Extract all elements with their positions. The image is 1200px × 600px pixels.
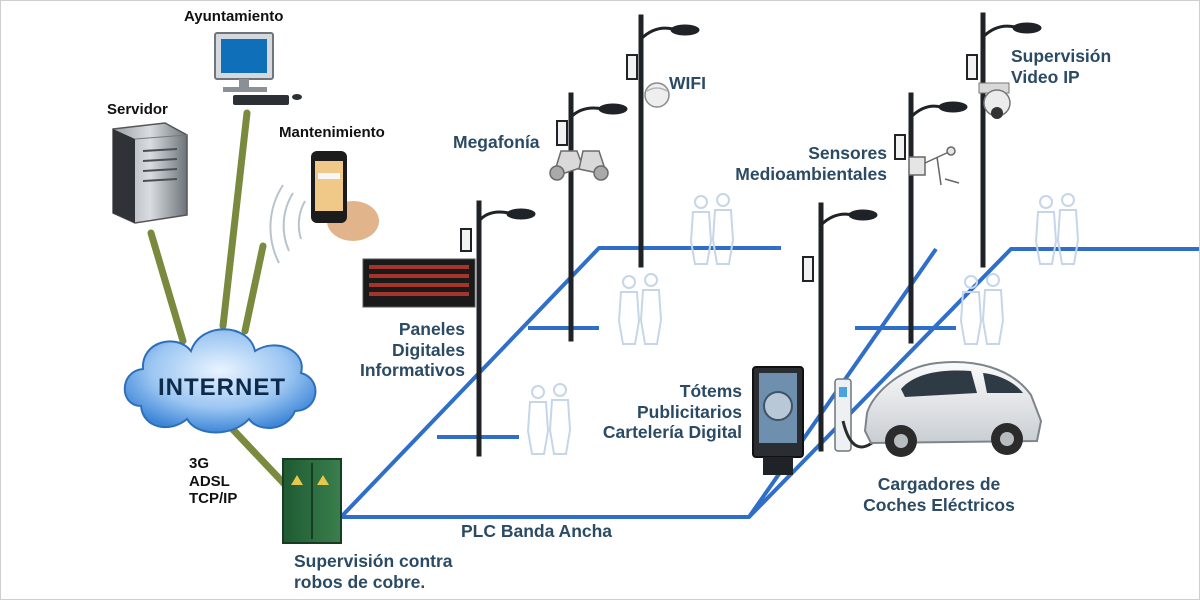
label-wifi: WIFI — [669, 73, 706, 93]
label-video-line2: Video IP — [1011, 66, 1080, 87]
label-totems-line2: Publicitarios — [636, 401, 742, 422]
link-ayuntamiento — [219, 109, 251, 330]
label-tcpip: TCP/IP — [189, 490, 238, 508]
label-adsl: ADSL — [189, 472, 230, 490]
streetlight-1 — [460, 200, 536, 457]
label-video: Supervisión Video IP — [1011, 46, 1111, 87]
streetlight-3 — [626, 14, 700, 268]
desktop-computer-icon — [214, 32, 302, 105]
pedestrians-3 — [526, 383, 572, 455]
label-totems: Tótems Publicitarios Cartelería Digital — [561, 381, 742, 443]
weather-sensor-icon — [908, 146, 960, 186]
plc-main-line — [341, 247, 1199, 519]
label-cargadores-line1: Cargadores de — [877, 474, 1001, 494]
label-totems-line1: Tótems — [679, 381, 742, 401]
server-icon — [112, 122, 188, 224]
internet-links — [147, 109, 295, 495]
pedestrians-2 — [617, 273, 663, 345]
label-paneles-line3: Informativos — [359, 360, 465, 381]
led-panel-icon — [362, 258, 476, 308]
label-3g: 3G — [189, 455, 210, 472]
label-paneles-line2: Digitales — [392, 339, 465, 360]
label-servidor: Servidor — [107, 101, 168, 118]
label-megafonia: Megafonía — [453, 132, 540, 152]
pedestrians-4 — [1034, 193, 1080, 265]
wifi-antenna-icon — [644, 82, 670, 108]
label-sensores-line2: Medioambientales — [735, 163, 887, 184]
label-connectivity: 3G ADSL TCP/IP — [189, 455, 237, 508]
label-ayuntamiento: Ayuntamiento — [184, 8, 284, 25]
ip-camera-icon — [978, 82, 1011, 119]
streetlight-5 — [894, 92, 968, 344]
link-mantenimiento — [241, 242, 267, 335]
label-sensores: Sensores Medioambientales — [701, 143, 887, 184]
cabinet-icon — [282, 458, 342, 544]
label-paneles-line1: Paneles — [398, 319, 465, 339]
plc-branch-1 — [339, 246, 781, 519]
megaphone-icon — [549, 150, 609, 181]
advertising-totem-icon — [752, 366, 804, 475]
label-supervision-robos: Supervisión contra robos de cobre. — [294, 551, 453, 592]
label-video-line1: Supervisión — [1011, 46, 1112, 66]
streetlight-2 — [556, 92, 628, 342]
streetlight-4 — [802, 202, 878, 452]
label-paneles: Paneles Digitales Informativos — [331, 319, 465, 381]
electric-car-icon — [863, 361, 1043, 457]
label-cargadores: Cargadores de Coches Eléctricos — [839, 474, 1039, 515]
label-mantenimiento: Mantenimiento — [279, 124, 385, 141]
pedestrians-5 — [959, 273, 1005, 345]
streetlights — [460, 12, 1042, 457]
label-supervision-robos-line1: Supervisión contra — [294, 551, 453, 571]
smartphone-icon — [269, 151, 379, 264]
link-cabinet — [219, 415, 295, 495]
streetlight-6 — [966, 12, 1042, 268]
label-cargadores-line2: Coches Eléctricos — [863, 494, 1015, 515]
label-supervision-robos-line2: robos de cobre. — [294, 571, 426, 592]
pedestrian-silhouettes — [526, 193, 1080, 455]
label-plc: PLC Banda Ancha — [461, 521, 613, 541]
label-sensores-line1: Sensores — [808, 143, 887, 163]
label-internet: INTERNET — [158, 374, 286, 401]
internet-cloud-icon — [123, 328, 317, 434]
label-totems-line3: Cartelería Digital — [602, 422, 742, 443]
pedestrians-1 — [689, 193, 735, 265]
link-servidor — [147, 229, 187, 345]
